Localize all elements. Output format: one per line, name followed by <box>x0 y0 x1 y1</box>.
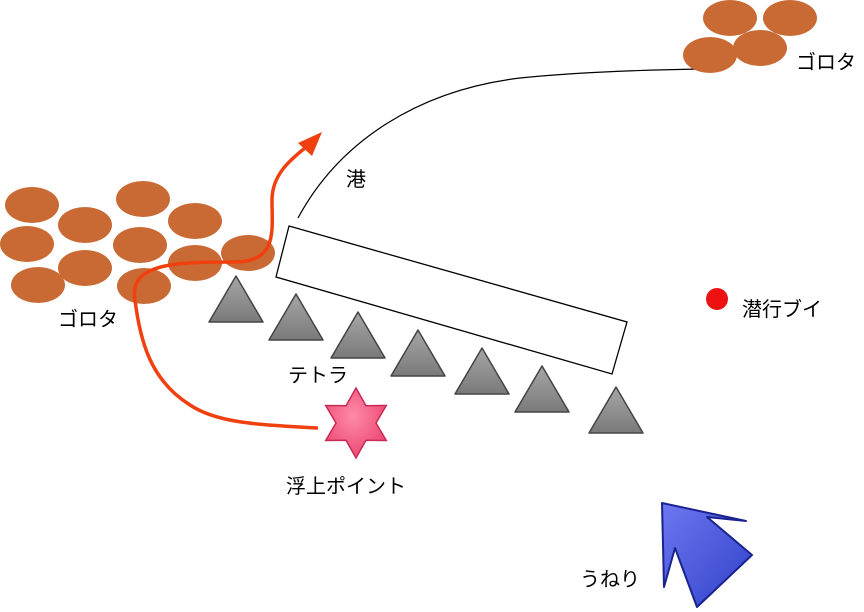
dive-route-path <box>132 146 319 430</box>
goroto-label-top: ゴロタ <box>796 50 856 74</box>
tetrapod <box>390 329 446 377</box>
tetrapod <box>330 311 386 359</box>
harbor-outline <box>297 68 701 219</box>
tetrapod <box>514 365 570 413</box>
rock <box>733 30 787 66</box>
tetrapod-row <box>208 275 644 434</box>
swell-label: うねり <box>580 567 640 591</box>
rock <box>221 235 275 271</box>
swell-arrow <box>661 502 753 608</box>
buoy-marker <box>706 288 728 310</box>
surface-point-star <box>324 386 388 460</box>
tetra-label: テトラ <box>288 363 348 387</box>
goroto-label-left: ゴロタ <box>58 307 118 331</box>
dive-route-arrowhead <box>298 132 322 156</box>
rock <box>0 226 54 262</box>
rock <box>113 227 167 263</box>
rock-cluster-left <box>0 181 275 304</box>
rock <box>116 181 170 217</box>
port-label: 港 <box>346 167 366 191</box>
rock <box>58 207 112 243</box>
tetrapod <box>208 275 264 323</box>
tetrapod <box>454 347 510 395</box>
rock <box>683 37 737 73</box>
surface-point-label: 浮上ポイント <box>286 474 406 498</box>
rock <box>763 0 817 36</box>
tetrapod <box>588 386 644 434</box>
rock <box>703 0 757 36</box>
rock <box>5 187 59 223</box>
breakwater <box>275 225 628 375</box>
rock <box>117 268 171 304</box>
tetrapod <box>268 293 324 341</box>
rock <box>11 267 65 303</box>
rock-cluster-top <box>683 0 817 73</box>
buoy-label: 潜行ブイ <box>742 297 822 321</box>
rock <box>58 250 112 286</box>
rock <box>168 203 222 239</box>
